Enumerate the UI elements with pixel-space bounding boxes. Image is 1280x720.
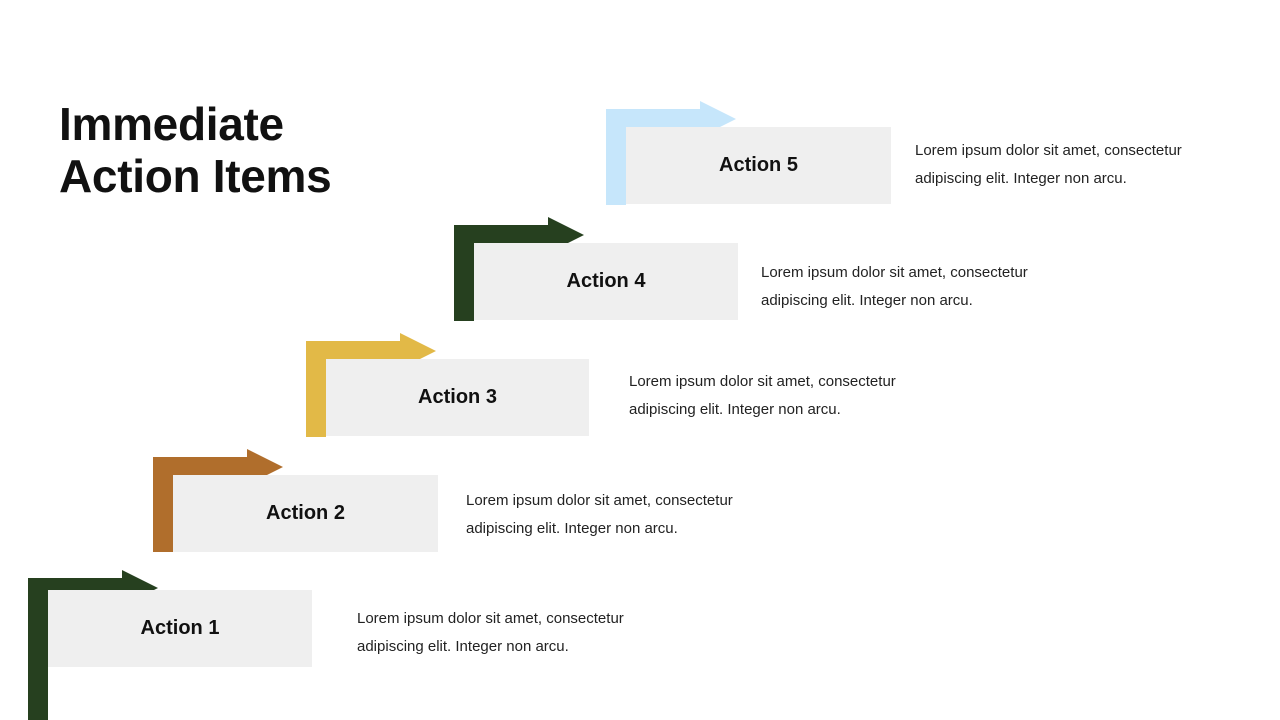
action-description-4: Lorem ipsum dolor sit amet, consectetur … [761, 259, 1091, 315]
arrow-shape [153, 449, 283, 552]
action-label-3: Action 3 [418, 386, 497, 408]
action-box-4: Action 4 [474, 243, 738, 320]
description-line: Lorem ipsum dolor sit amet, consectetur [915, 142, 1182, 159]
action-label-1: Action 1 [140, 617, 220, 639]
description-line: Lorem ipsum dolor sit amet, consectetur [466, 492, 733, 509]
action-label-2: Action 2 [266, 502, 345, 524]
title-line-1: Immediate [59, 98, 284, 150]
action-description-1: Lorem ipsum dolor sit amet, consectetur … [357, 605, 687, 661]
action-description-2: Lorem ipsum dolor sit amet, consectetur … [466, 487, 796, 543]
description-line: Lorem ipsum dolor sit amet, consectetur [357, 610, 624, 627]
description-line: adipiscing elit. Integer non arcu. [629, 401, 841, 418]
description-line: Lorem ipsum dolor sit amet, consectetur [629, 373, 896, 390]
description-line: adipiscing elit. Integer non arcu. [466, 520, 678, 537]
title-line-2: Action Items [59, 150, 332, 202]
bent-arrow-icon [28, 570, 158, 720]
arrow-shape [28, 570, 158, 720]
description-line: adipiscing elit. Integer non arcu. [915, 170, 1127, 187]
action-box-1: Action 1 [48, 590, 312, 667]
action-label-4: Action 4 [566, 270, 646, 292]
action-description-3: Lorem ipsum dolor sit amet, consectetur … [629, 368, 959, 424]
action-box-3: Action 3 [326, 359, 589, 436]
page-title: Immediate Action Items [59, 98, 332, 202]
action-box-5: Action 5 [626, 127, 891, 204]
action-box-2: Action 2 [173, 475, 438, 552]
action-description-5: Lorem ipsum dolor sit amet, consectetur … [915, 137, 1245, 193]
description-line: adipiscing elit. Integer non arcu. [357, 638, 569, 655]
action-label-5: Action 5 [719, 154, 798, 176]
bent-arrow-icon [153, 449, 283, 552]
description-line: Lorem ipsum dolor sit amet, consectetur [761, 264, 1028, 281]
description-line: adipiscing elit. Integer non arcu. [761, 292, 973, 309]
